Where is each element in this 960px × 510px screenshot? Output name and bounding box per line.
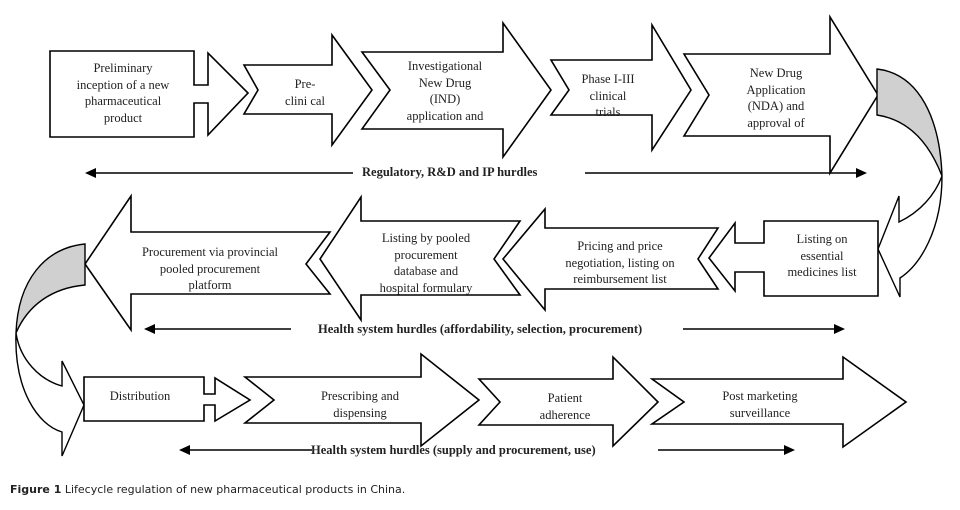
curve-connector-left-arrow — [15, 332, 85, 457]
step-shape-pooled-listing — [319, 194, 522, 323]
step-label-pooled-listing: Listing by pooled procurement database a… — [379, 231, 473, 295]
step-label-adherence: Patient adherence — [539, 391, 591, 422]
hurdle-arrowhead-2-left — [144, 324, 155, 334]
step-shape-pre-clinical — [242, 32, 373, 148]
step-label-preliminary-inception: Preliminary inception of a new pharmaceu… — [76, 61, 170, 125]
step-shape-prescribing — [242, 352, 481, 448]
hurdle-label-regulatory: Regulatory, R&D and IP hurdles — [362, 165, 538, 179]
step-shape-phase-trials — [549, 22, 692, 153]
curve-connector-top-right — [876, 68, 943, 177]
step-label-pre-clinical: Pre- clini cal — [285, 77, 325, 108]
step-label-prescribing: Prescribing and dispensing — [320, 389, 400, 420]
step-label-nda-approval: New Drug Application (NDA) and approval … — [746, 66, 806, 130]
step-label-post-marketing: Post marketing surveillance — [722, 389, 798, 420]
step-shape-post-marketing — [649, 355, 908, 449]
step-shape-adherence — [477, 355, 660, 448]
step-label-essential-medicines: Listing on essential medicines list — [787, 232, 857, 279]
figure-caption-text: Lifecycle regulation of new pharmaceutic… — [61, 483, 406, 496]
hurdle-arrowhead-2-right — [834, 324, 845, 334]
step-shape-ind-application — [360, 20, 552, 160]
figure-caption-label: Figure 1 — [10, 483, 62, 496]
hurdle-arrowhead-3-right — [784, 445, 795, 455]
step-shape-provincial-procurement — [84, 193, 332, 333]
curve-connector-top-right-arrow — [877, 175, 943, 298]
hurdle-arrowhead-1-right — [856, 168, 867, 178]
hurdle-label-health-supply: Health system hurdles (supply and procur… — [311, 443, 596, 457]
step-shape-preliminary-inception — [49, 50, 250, 138]
hurdle-arrowhead-3-left — [179, 445, 190, 455]
step-shape-distribution — [83, 376, 252, 423]
hurdle-label-health-affordability: Health system hurdles (affordability, se… — [318, 322, 643, 336]
hurdle-arrowhead-1-left — [85, 168, 96, 178]
step-label-distribution: Distribution — [109, 389, 171, 403]
step-shape-essential-medicines — [707, 220, 879, 297]
step-label-phase-trials: Phase I-III clinical trials — [581, 72, 635, 119]
step-label-ind-application: Investigational New Drug (IND) applicati… — [406, 59, 484, 123]
curve-connector-left — [15, 243, 86, 334]
step-shape-pricing-negotiation — [501, 206, 720, 313]
step-label-pricing-negotiation: Pricing and price negotiation, listing o… — [565, 239, 675, 286]
figure-caption: Figure 1 Lifecycle regulation of new pha… — [10, 483, 405, 496]
step-label-provincial-procurement: Procurement via provincial pooled procur… — [141, 245, 279, 292]
